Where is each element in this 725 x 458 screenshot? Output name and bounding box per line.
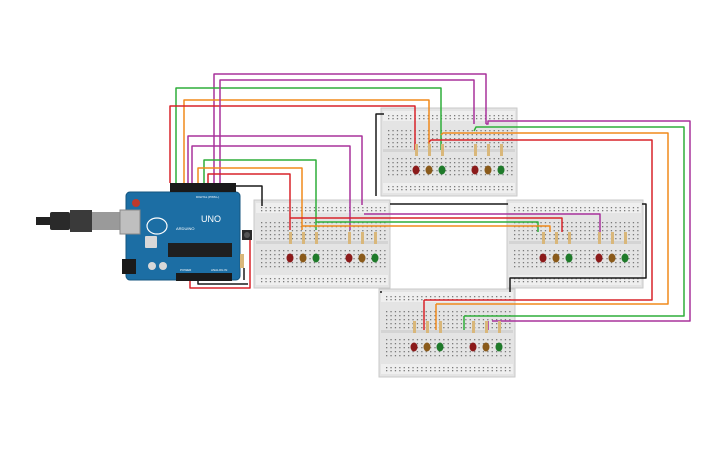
arduino-brand: ARDUINO [176,226,194,231]
breadboard-right [506,199,644,289]
resistor [289,232,292,244]
wire-orange[interactable] [197,167,303,230]
wire-purple[interactable] [364,213,601,232]
resistor [611,232,614,244]
push-button[interactable] [242,230,252,240]
wire-orange[interactable] [183,99,430,183]
resistor [474,144,477,156]
led-amber[interactable] [608,253,616,263]
resistor [598,232,601,244]
led-red[interactable] [345,253,353,263]
wire-purple[interactable] [187,135,363,205]
uno-logo: UNO [201,214,221,224]
wire-purple[interactable] [219,79,475,183]
wire-green[interactable] [464,126,685,317]
led-green[interactable] [497,165,505,175]
digital-label: DIGITAL (PWM~) [196,195,219,199]
led-green[interactable] [495,342,503,352]
led-red[interactable] [410,342,418,352]
breadboard-top [380,107,518,197]
led-green[interactable] [621,253,629,263]
wire-black[interactable] [375,113,384,196]
led-green[interactable] [565,253,573,263]
led-green[interactable] [371,253,379,263]
resistor [555,232,558,244]
wire-red[interactable] [189,240,251,289]
resistor [542,232,545,244]
resistor [624,232,627,244]
wire-green[interactable] [175,87,442,183]
resistor [361,232,364,244]
resistor [315,232,318,244]
wire-purple[interactable] [191,145,351,230]
resistor [498,321,501,333]
wire-black[interactable] [509,203,647,292]
resistor [428,144,431,156]
power-label: POWER [180,268,192,272]
led-red[interactable] [469,342,477,352]
reset-button[interactable] [132,199,140,207]
resistor [413,321,416,333]
resistor [568,232,571,244]
led-amber[interactable] [552,253,560,263]
breadboard-holes [514,207,639,283]
resistor [487,144,490,156]
led-red[interactable] [595,253,603,263]
led-amber[interactable] [299,253,307,263]
breadboard-left [253,199,391,289]
wire-green[interactable] [316,221,539,232]
resistor [485,321,488,333]
traffic-light-leds [286,144,629,352]
digital-header [170,183,236,192]
wire-orange[interactable] [302,225,551,232]
led-green[interactable] [312,253,320,263]
analog-header [176,273,232,281]
arduino-uno-board[interactable]: UNO ARDUINO DIGITAL (PWM~) POWER ANALOG … [119,183,241,281]
led-red[interactable] [539,253,547,263]
resistor [374,232,377,244]
wires [169,73,691,330]
led-red[interactable] [471,165,479,175]
resistor [348,232,351,244]
wire-purple[interactable] [213,73,487,183]
wire-black[interactable] [197,281,248,285]
wire-red[interactable] [424,139,653,301]
resistor [415,144,418,156]
atmega-chip [168,243,232,257]
wire-black[interactable] [229,183,263,206]
led-amber[interactable] [484,165,492,175]
resistor [439,321,442,333]
breadboard-holes [388,115,513,191]
resistor [441,144,444,156]
led-amber[interactable] [482,342,490,352]
resistor [426,321,429,333]
led-green[interactable] [436,342,444,352]
analog-label: ANALOG IN [211,268,227,272]
wire-red[interactable] [207,173,291,230]
resistor [302,232,305,244]
resistor [500,144,503,156]
led-amber[interactable] [423,342,431,352]
usb-plug-icon [36,210,132,232]
led-red[interactable] [412,165,420,175]
wire-orange[interactable] [436,132,669,305]
breadboard-bottom [378,288,516,378]
led-red[interactable] [286,253,294,263]
led-green[interactable] [438,165,446,175]
wire-red[interactable] [290,217,563,232]
wire-purple[interactable] [486,120,691,322]
wire-green[interactable] [203,159,317,230]
pulldown-resistor [240,254,244,268]
led-amber[interactable] [358,253,366,263]
wire-red[interactable] [169,105,416,183]
resistor [472,321,475,333]
led-amber[interactable] [425,165,433,175]
